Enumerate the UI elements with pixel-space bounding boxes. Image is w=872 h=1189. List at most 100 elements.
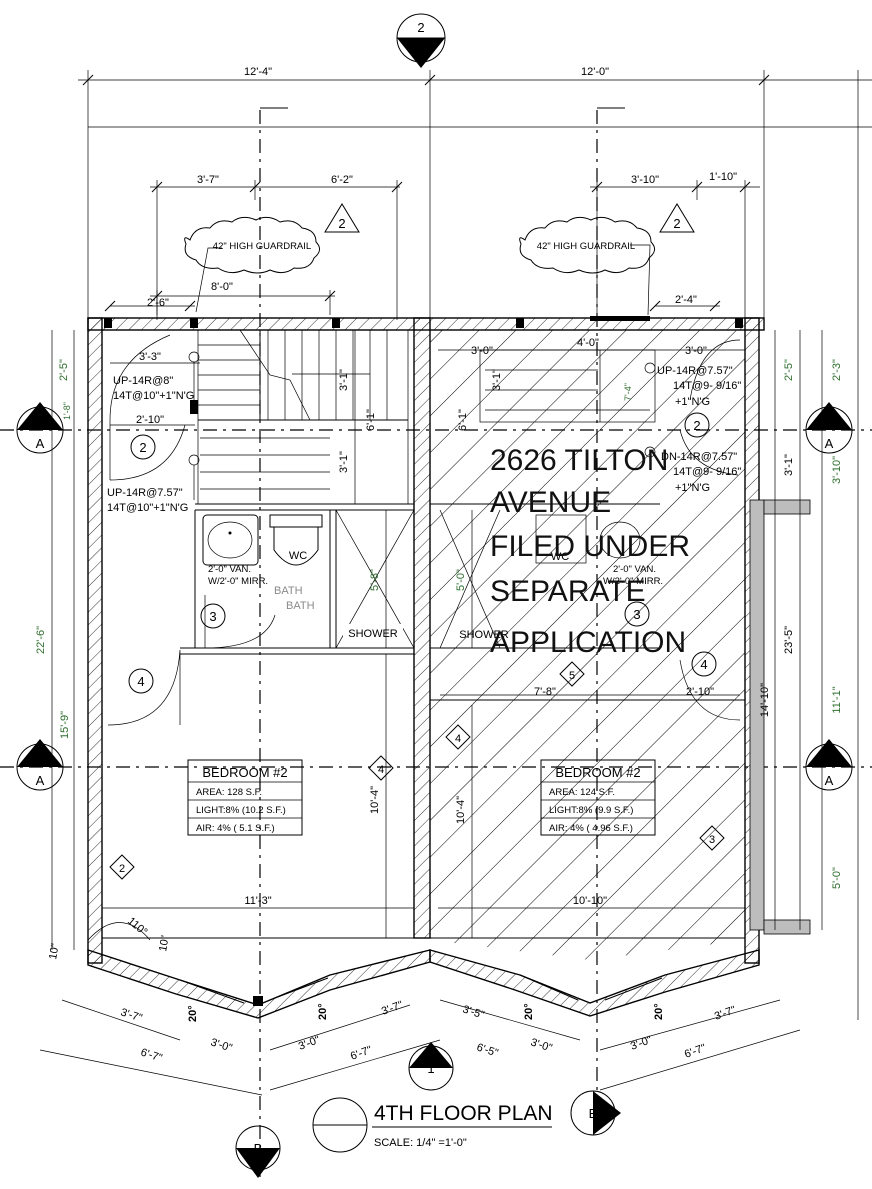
- note-line-3: FILED UNDER: [490, 530, 690, 563]
- dim-l-210: 2'-10": [136, 414, 164, 426]
- room-area-right: AREA: 124 S.F.: [549, 787, 615, 798]
- bay-c-30: 3'-0": [297, 1034, 322, 1053]
- stair-right-up-c: +1"N'G: [675, 396, 710, 408]
- section-tag-top: 2: [417, 20, 424, 35]
- bay-r-30: 3'-0": [529, 1036, 554, 1054]
- section-marker-1: 1: [408, 1042, 454, 1091]
- guardrail-callout-right: 42" HIGH GUARDRAIL: [519, 216, 655, 316]
- revision-tag-right: 2: [673, 216, 680, 231]
- bay-c-35: 3'-5": [461, 1003, 486, 1021]
- bath-left: WC 2'-0" VAN. W/2'-0" MIRR. BATH BATH SH…: [202, 509, 415, 649]
- room-name-left: BEDROOM #2: [202, 765, 287, 780]
- room-box-left: BEDROOM #2 AREA: 128 S.F. LIGHT:8% (10.2…: [187, 759, 303, 836]
- dim-r-78: 7'-8": [534, 686, 556, 698]
- dim-r-30b: 3'-0": [685, 345, 707, 357]
- plan-title: 4TH FLOOR PLAN: [374, 1102, 553, 1125]
- dim-l-18: 1'-8": [62, 402, 72, 420]
- dim-r-104: 10'-4": [455, 796, 467, 824]
- window-tag-c4a: 4: [378, 764, 384, 776]
- stair-right-up: UP-14R@7.57": [657, 365, 733, 377]
- separate-application-note: 2626 TILTON AVENUE FILED UNDER SEPARATE …: [490, 444, 690, 659]
- bay-l-20b: 20°: [317, 1003, 329, 1020]
- dim-r-210: 2'-10": [686, 686, 714, 698]
- bay-r-30b: 3'-0": [629, 1034, 654, 1053]
- bay-c-67: 6'-7": [349, 1044, 374, 1063]
- mirror-label-right: W/2'-0" MIRR.: [603, 576, 663, 587]
- dim-r-31: 3'-1": [491, 369, 503, 391]
- bath-right: WC 2'-0" VAN. W/2'-0" MIRR. SHOWER: [439, 509, 663, 649]
- vanity-label-left: 2'-0" VAN.: [208, 564, 251, 575]
- door-tag-r4: 4: [700, 657, 707, 672]
- stair-right-dn-c: +1"N'G: [675, 482, 710, 494]
- dim-left-a: 3'-7": [197, 174, 219, 186]
- room-light-left: LIGHT:8% (10.2 S.F.): [196, 805, 286, 816]
- stair-left-up2b: 14T@10"+1"N'G: [107, 502, 188, 514]
- bay-d10b: 10": [157, 934, 172, 952]
- dim-l-159: 15'-9": [59, 711, 71, 739]
- stair-left-up1b: 14T@10"+1"N'G: [113, 390, 194, 402]
- stairs-left: [188, 329, 409, 505]
- bay-window-walls: [87, 937, 760, 1019]
- bath-label-left-1: BATH: [274, 585, 303, 597]
- dim-r-310: 3'-10": [831, 456, 843, 484]
- section-marker-a-left-2: A: [16, 739, 64, 791]
- dim-left-b: 6'-2": [331, 174, 353, 186]
- dim-l-58: 5'-8": [369, 569, 381, 591]
- section-marker-a-right-1: A: [805, 402, 853, 454]
- note-line-4: SEPARATE: [490, 575, 646, 608]
- dim-left-8: 8'-0": [211, 281, 233, 293]
- dim-r-30a: 3'-0": [471, 345, 493, 357]
- shower-label-left: SHOWER: [348, 628, 398, 640]
- dim-r-58: 5'-0": [455, 569, 467, 591]
- note-line-5: APPLICATION: [490, 626, 686, 659]
- window-tag-c4b: 4: [455, 733, 461, 745]
- door-tag-l2: 2: [139, 440, 146, 455]
- dim-overall-left: 12'-4": [244, 66, 272, 78]
- note-line-1: 2626 TILTON: [490, 444, 668, 477]
- bath-label-left-2: BATH: [286, 600, 315, 612]
- revision-tags: 2 2: [324, 203, 695, 233]
- dim-right-24: 2'-4": [675, 294, 697, 306]
- bay-angle-110: 110°: [125, 915, 150, 938]
- stair-notes: UP-14R@8" 14T@10"+1"N'G UP-14R@7.57" 14T…: [107, 365, 741, 514]
- window-tag-r5: 5: [569, 670, 575, 682]
- room-air-right: AIR: 4% ( 4.96 S.F.): [549, 823, 633, 834]
- door-tag-r3: 3: [633, 607, 640, 622]
- dim-l-104: 10'-4": [369, 786, 381, 814]
- section-marker-a-left-1: A: [16, 402, 64, 454]
- bay-r-20b: 20°: [653, 1003, 665, 1020]
- door-tag-l3: 3: [209, 609, 216, 624]
- dim-r-50: 5'-0": [831, 867, 843, 889]
- dim-right-b: 1'-10": [709, 171, 737, 183]
- stair-right-up-b: 14T@9- 9/16": [673, 380, 741, 392]
- door-tags: 2 3 4 2 4 4 2 3 4 5 3: [109, 412, 725, 880]
- room-air-left: AIR: 4% ( 5.1 S.F.): [196, 823, 275, 834]
- dim-r-25: 2'-5": [783, 359, 795, 381]
- bay-r-67: 6'-7": [683, 1042, 708, 1061]
- dim-l-61: 6'-1": [365, 409, 377, 431]
- stair-right-dn: DN-14R@7.57": [661, 451, 737, 463]
- bay-r-20a: 20°: [523, 1003, 535, 1020]
- door-tag-l4: 4: [137, 674, 144, 689]
- section-tag-b-right: B: [589, 1106, 598, 1121]
- interior-dimensions: 3'-3" 2'-10" 3'-1" 6'-1" 3'-1" 2'-5" 1'-…: [35, 330, 843, 950]
- top-dimensions: 12'-4" 12'-0" 3'-7" 6'-2" 3'-10" 1'-10" …: [78, 66, 872, 1020]
- title-block: 4TH FLOOR PLAN SCALE: 1/4" =1'-0": [312, 1097, 553, 1153]
- bay-l-20a: 20°: [187, 1005, 199, 1022]
- doors: [87, 334, 741, 941]
- dim-r-235: 23'-5": [783, 626, 795, 654]
- section-tag-a-left-1: A: [36, 436, 45, 451]
- shower-label-right: SHOWER: [459, 629, 509, 641]
- section-marker-b-right: B: [570, 1090, 621, 1136]
- bay-l-67: 6'-7": [139, 1046, 164, 1064]
- window-tag-l2: 2: [119, 863, 125, 875]
- dim-r-1410: 14'-10": [759, 683, 771, 717]
- section-tag-a-left-2: A: [36, 773, 45, 788]
- bay-l-37: 3'-7": [119, 1006, 144, 1024]
- section-tag-b-left: B: [254, 1141, 263, 1156]
- dim-l-113: 11'-3": [244, 895, 271, 907]
- room-name-right: BEDROOM #2: [555, 765, 640, 780]
- section-markers-a: A A A A: [16, 402, 853, 791]
- note-line-2: AVENUE: [490, 486, 611, 519]
- dim-l-33: 3'-3": [139, 351, 161, 363]
